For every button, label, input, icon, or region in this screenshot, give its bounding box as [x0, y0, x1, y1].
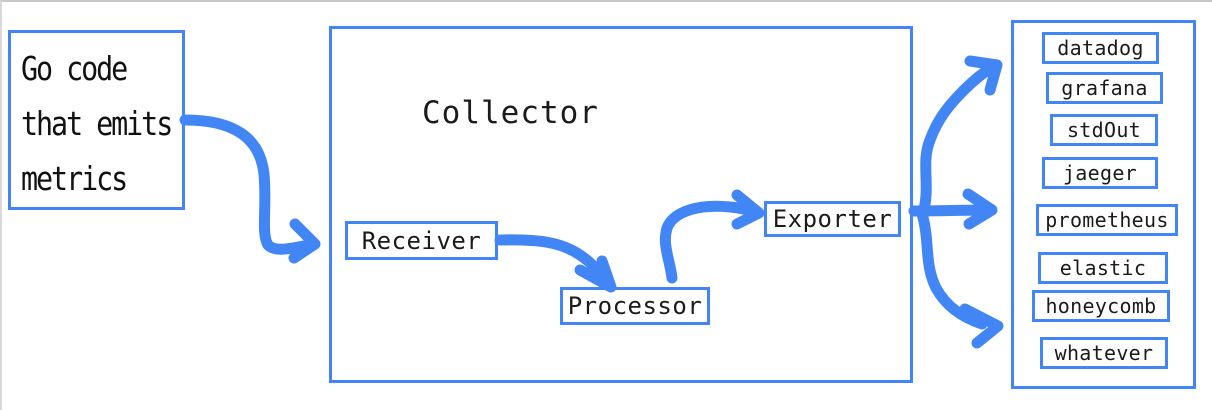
backend-item-label: honeycomb	[1045, 294, 1157, 318]
exporter-box: Exporter	[764, 201, 901, 237]
arrow-exporter-to-backends-lower	[916, 208, 1004, 349]
arrow-exporter-to-backends-middle	[908, 188, 998, 230]
source-line-2: that emits	[21, 104, 173, 143]
arrow-source-to-receiver	[179, 114, 321, 264]
source-line-3: metrics	[21, 159, 128, 198]
backend-item-label: grafana	[1061, 76, 1148, 100]
backend-item: stdOut	[1050, 114, 1158, 146]
backend-item-label: elastic	[1059, 256, 1147, 280]
backend-item-label: whatever	[1054, 341, 1154, 365]
backend-item: datadog	[1042, 32, 1159, 64]
backend-item: prometheus	[1036, 204, 1178, 236]
go-code-source-box: Go code that emits metrics	[8, 30, 185, 210]
backend-item-label: stdOut	[1066, 118, 1142, 142]
backend-item-label: prometheus	[1045, 208, 1169, 232]
receiver-label: Receiver	[361, 226, 482, 255]
processor-box: Processor	[560, 287, 710, 325]
exporter-label: Exporter	[772, 205, 893, 233]
backend-item: jaeger	[1042, 157, 1158, 189]
backend-item-label: jaeger	[1062, 161, 1138, 185]
collector-title: Collector	[422, 95, 599, 131]
backend-item: grafana	[1046, 72, 1163, 104]
backend-item: whatever	[1040, 337, 1168, 369]
receiver-box: Receiver	[345, 221, 498, 260]
processor-label: Processor	[567, 292, 703, 320]
source-line-1: Go code	[21, 49, 128, 88]
backend-item: elastic	[1038, 252, 1168, 284]
backend-item-label: datadog	[1057, 36, 1144, 60]
backend-item: honeycomb	[1032, 290, 1170, 322]
arrow-exporter-to-backends-upper	[918, 55, 1003, 215]
